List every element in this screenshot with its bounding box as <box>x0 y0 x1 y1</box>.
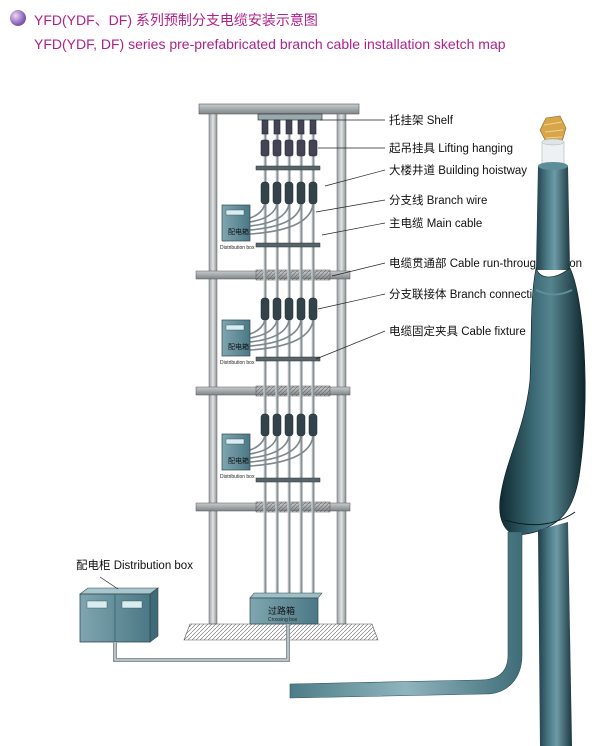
label-distribution-box: 配电柜 Distribution box <box>76 559 193 572</box>
floor-box-label-zh: 配电箱 <box>228 456 249 465</box>
bullet-icon <box>10 10 26 26</box>
floor-distribution-box-1: 配电箱 Distribution box <box>220 204 255 251</box>
label-run-through-section: 电缆贯通部 Cable run-through section <box>389 256 582 270</box>
title-chinese: YFD(YDF、DF) 系列预制分支电缆安装示意图 <box>34 12 318 28</box>
right-post <box>336 113 347 625</box>
floor-box-label-en: Distribution box <box>220 474 255 480</box>
leader-lines <box>99 119 386 590</box>
run-through-section-2 <box>255 385 331 397</box>
lifting-hangers <box>257 113 323 157</box>
run-through-section-3 <box>255 501 331 513</box>
run-through-section-1 <box>255 269 331 281</box>
crossing-box-label-zh: 过路箱 <box>268 605 295 617</box>
left-post <box>208 113 218 625</box>
branch-connections <box>260 181 318 437</box>
label-main-cable: 主电缆 Main cable <box>389 217 482 230</box>
floor-box-label-en: Distribution box <box>220 245 255 251</box>
ground-slab <box>183 623 379 641</box>
branch-joint-illustration <box>289 115 586 746</box>
crossing-box-label-en: Crossing box <box>268 617 298 623</box>
floor-box-label-zh: 配电箱 <box>228 227 249 236</box>
label-shelf: 托挂架 Shelf <box>389 113 454 127</box>
floor-distribution-box-2: 配电箱 Distribution box <box>220 319 255 366</box>
floor-distribution-box-3: 配电箱 Distribution box <box>220 433 255 480</box>
label-branch-wire: 分支线 Branch wire <box>389 193 487 207</box>
top-shelf-beam <box>198 103 360 115</box>
label-branch-connection: 分支联接体 Branch connection <box>389 287 545 301</box>
distribution-cabinet <box>79 587 159 643</box>
branch-wires <box>249 203 314 467</box>
crossing-box: 过路箱 Crossing box <box>249 592 323 625</box>
label-building-hoistway: 大楼井道 Building hoistway <box>389 163 527 177</box>
cable-fixtures <box>255 165 321 483</box>
label-lifting-hanging: 起吊挂具 Lifting hanging <box>389 141 513 155</box>
floor-box-label-zh: 配电箱 <box>228 342 249 351</box>
floor-box-label-en: Distribution box <box>220 360 255 366</box>
building-frame <box>183 103 379 641</box>
title-english: YFD(YDF, DF) series pre-prefabricated br… <box>34 36 506 52</box>
label-cable-fixture: 电缆固定夹具 Cable fixture <box>389 324 526 338</box>
